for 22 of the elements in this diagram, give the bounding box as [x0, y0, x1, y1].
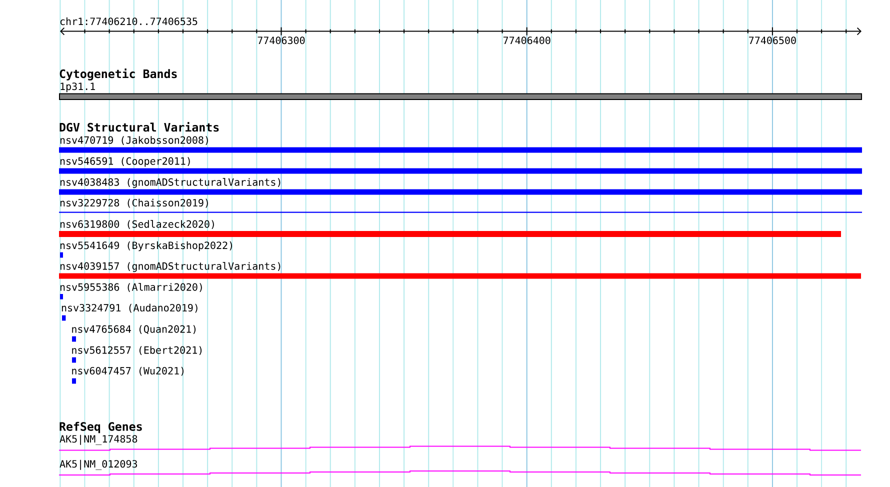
variant-label: nsv5541649 (ByrskaBishop2022)	[60, 241, 232, 252]
tick-label: 77406300	[258, 36, 305, 44]
band-label: 1p31.1	[60, 82, 95, 92]
variant-label: nsv3324791 (Audano2019)	[62, 304, 198, 313]
gene-label: AK5|NM_174858	[60, 434, 138, 445]
variant-label: nsv6319800 (Sedlazeck2020)	[60, 220, 214, 230]
track-heading: RefSeq Genes	[60, 422, 142, 434]
tick-label: 77406400	[503, 36, 550, 44]
track-heading: DGV Structural Variants	[60, 122, 219, 132]
gene-label: AK5|NM_012093	[60, 460, 137, 470]
variant-label: nsv4765684 (Quan2021)	[72, 325, 196, 334]
variant-label: nsv4038483 (gnomADStructuralVariants)	[60, 178, 280, 188]
variant-label: nsv3229728 (Chaisson2019)	[60, 198, 208, 208]
variant-label: nsv5955386 (Almarri2020)	[60, 283, 202, 292]
tick-label: 77406500	[749, 36, 796, 44]
variant-label: nsv470719 (Jakobsson2008)	[60, 136, 208, 146]
locus-label: chr1:77406210..77406535	[60, 17, 198, 26]
variant-label: nsv4039157 (gnomADStructuralVariants)	[60, 262, 280, 272]
variant-label: nsv6047457 (Wu2021)	[72, 366, 184, 376]
variant-label: nsv5612557 (Ebert2021)	[72, 346, 202, 356]
track-heading: Cytogenetic Bands	[60, 68, 177, 80]
variant-label: nsv546591 (Cooper2011)	[60, 157, 190, 167]
